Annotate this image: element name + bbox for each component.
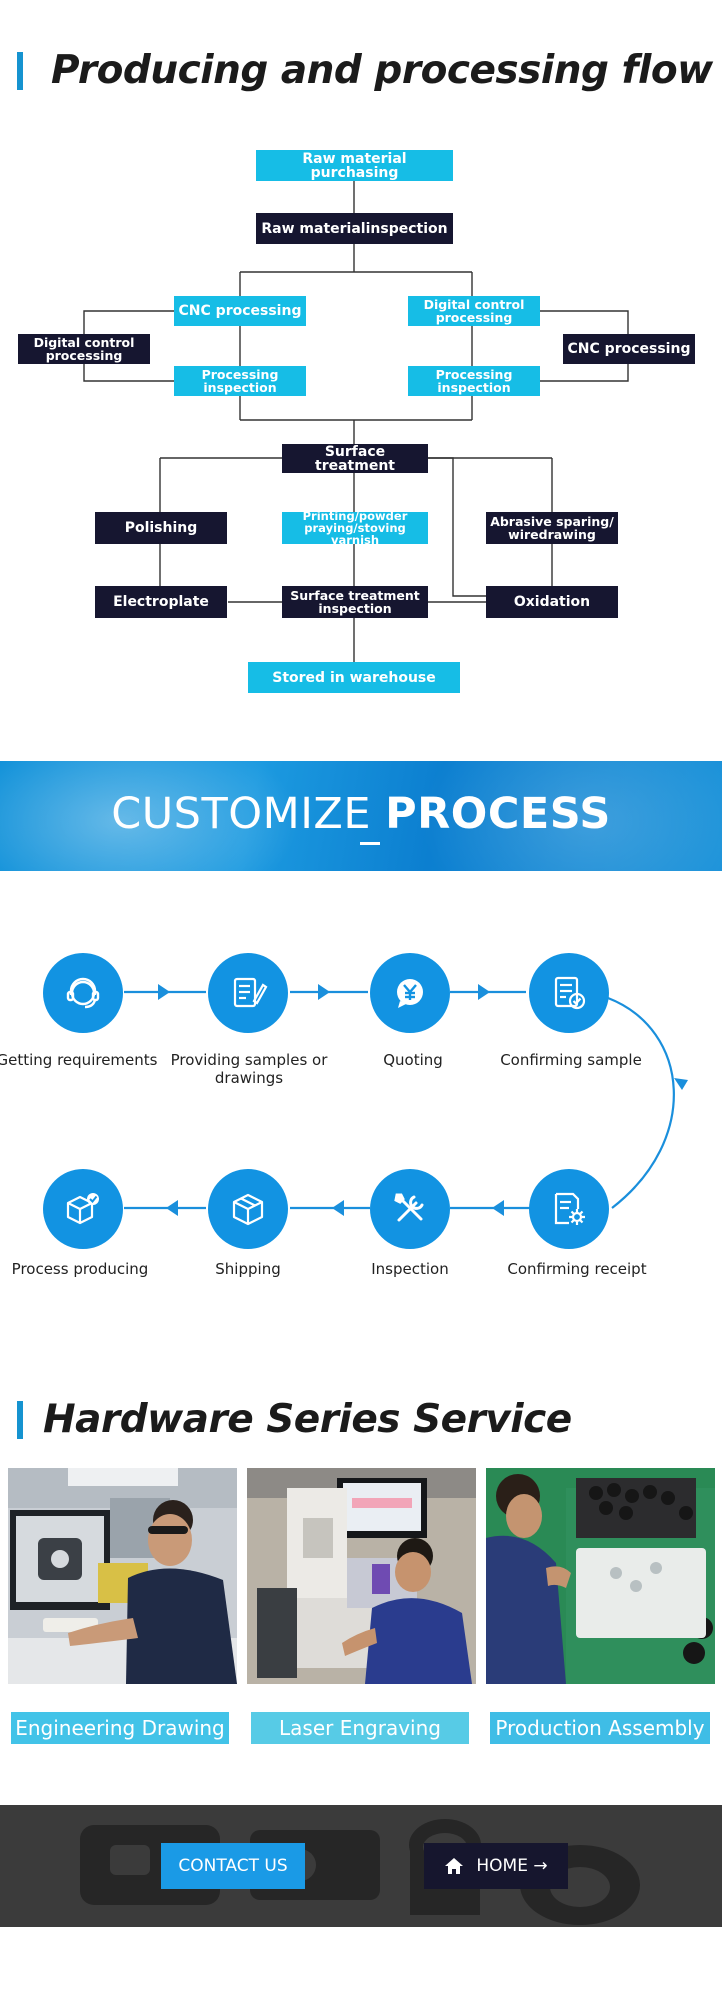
step-circle-6: [370, 1169, 450, 1249]
flow-title-text: Producing and processing flow: [51, 48, 713, 93]
step-circle-2: [208, 953, 288, 1033]
caption-production-assembly: Production Assembly: [490, 1712, 710, 1744]
document-pen-icon: [233, 977, 268, 1008]
step-circle-4: [529, 953, 609, 1033]
flow-box-cnc-left: CNC processing: [174, 296, 306, 326]
box-icon: [232, 1193, 264, 1226]
step-circle-3: [370, 953, 450, 1033]
flow-box-surface-inspection: Surface treatment inspection: [282, 586, 428, 618]
step-label-8: Process producing: [11, 1260, 149, 1278]
tools-icon: [394, 1193, 424, 1222]
step-circle-1: [43, 953, 123, 1033]
flow-box-printing: Printing/powder praying/stoving varnish: [282, 510, 428, 546]
flow-box-raw-inspection: Raw materialinspection: [256, 213, 453, 244]
flow-box-processing-inspection-left: Processing inspection: [174, 366, 306, 396]
customize-steps-connectors: [124, 984, 688, 1216]
banner-heading-bold: PROCESS: [385, 789, 611, 839]
home-button-label: HOME →: [476, 1856, 548, 1876]
document-check-icon: [554, 976, 586, 1010]
flowchart-connectors: [83, 181, 629, 662]
step-circle-8: [43, 1169, 123, 1249]
step-label-4: Confirming sample: [500, 1051, 642, 1069]
house-icon: [445, 1858, 464, 1874]
document-gear-icon: [554, 1192, 585, 1225]
banner-underline: [360, 842, 380, 845]
yen-chat-icon: [397, 979, 423, 1008]
step-label-7: Shipping: [215, 1260, 281, 1278]
step-label-5: Confirming receipt: [507, 1260, 647, 1278]
flow-box-stored-warehouse: Stored in warehouse: [248, 662, 460, 693]
hardware-section-title: Hardware Series Service: [17, 1397, 572, 1442]
caption-laser-engraving: Laser Engraving: [251, 1712, 469, 1744]
photo-production-assembly: [486, 1468, 715, 1684]
customize-process-banner: CUSTOMIZE PROCESS: [0, 761, 722, 871]
flow-box-abrasive: Abrasive sparing/ wiredrawing: [486, 512, 618, 544]
step-circle-7: [208, 1169, 288, 1249]
flow-box-oxidation: Oxidation: [486, 586, 618, 618]
headset-icon: [66, 977, 100, 1009]
flow-box-digital-right: Digital control processing: [408, 296, 540, 326]
box-check-icon: [66, 1193, 99, 1225]
title-accent-bar: [17, 51, 23, 90]
contact-us-button[interactable]: CONTACT US: [161, 1843, 305, 1889]
step-label-3: Quoting: [383, 1051, 443, 1069]
flow-box-electroplate: Electroplate: [95, 586, 227, 618]
step-circle-5: [529, 1169, 609, 1249]
banner-heading-thin: CUSTOMIZE: [111, 789, 371, 839]
step-label-2: Providing samples or drawings: [170, 1051, 328, 1087]
flow-box-raw-purchasing: Raw material purchasing: [256, 150, 453, 181]
photo-engineering-drawing: [8, 1468, 237, 1684]
home-button[interactable]: HOME →: [424, 1843, 568, 1889]
footer-bar: [0, 1805, 722, 1927]
caption-engineering-drawing: Engineering Drawing: [11, 1712, 229, 1744]
hardware-title-text: Hardware Series Service: [43, 1397, 572, 1442]
step-label-6: Inspection: [371, 1260, 449, 1278]
flow-section-title: Producing and processing flow: [17, 48, 713, 93]
step-label-1: Getting requirements: [0, 1051, 158, 1069]
photo-laser-engraving: [247, 1468, 476, 1684]
flow-box-cnc-right: CNC processing: [563, 334, 695, 364]
title-accent-bar: [17, 1400, 23, 1439]
flow-box-polishing: Polishing: [95, 512, 227, 544]
flow-box-digital-left: Digital control processing: [18, 334, 150, 364]
flow-box-processing-inspection-right: Processing inspection: [408, 366, 540, 396]
banner-heading: CUSTOMIZE PROCESS: [0, 789, 722, 839]
flow-box-surface-treatment: Surface treatment: [282, 444, 428, 473]
